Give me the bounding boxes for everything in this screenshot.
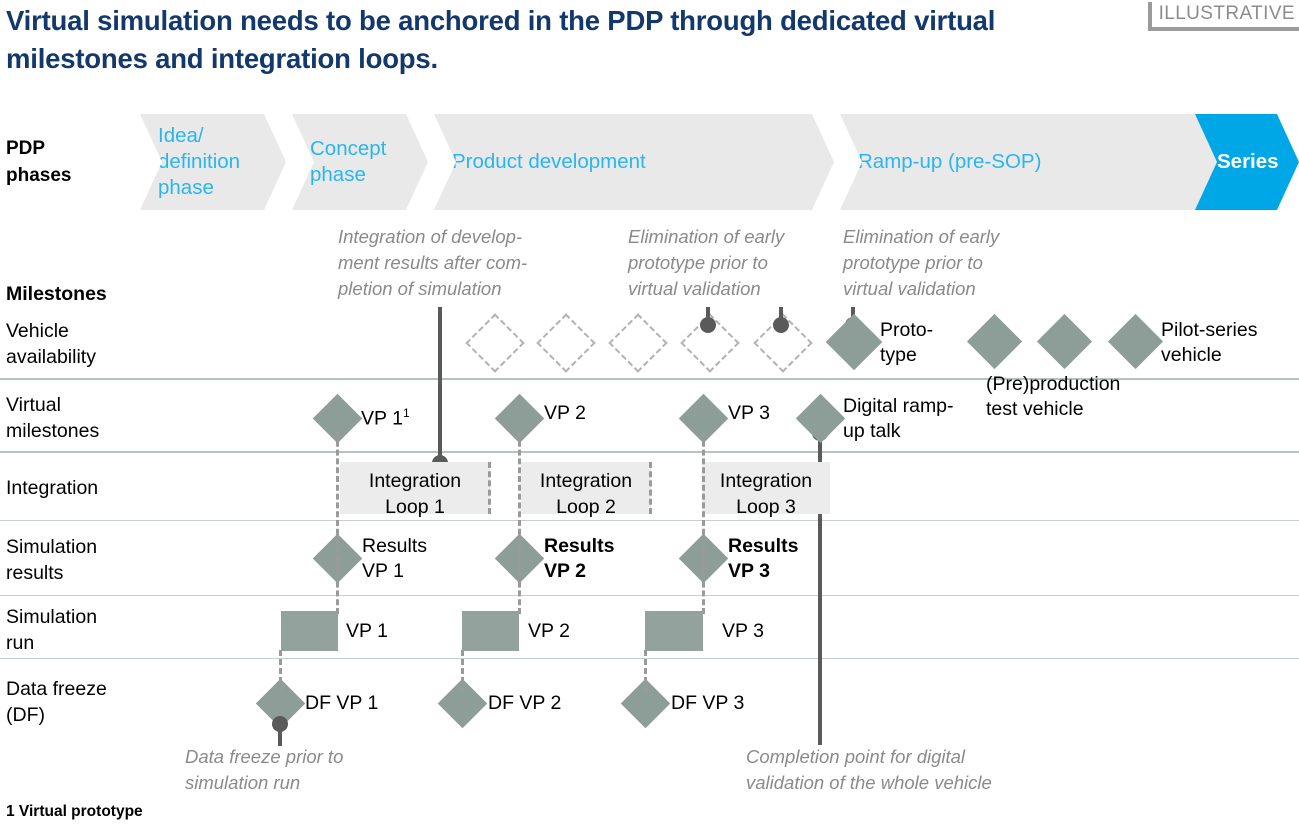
data-freeze-note-line (278, 724, 282, 746)
vehicle-marker-preproduction[interactable] (966, 313, 1023, 370)
status-badge: ILLUSTRATIVE (1147, 2, 1299, 31)
vehicle-marker-prototype[interactable] (825, 313, 883, 371)
pdp-phase-product-development[interactable]: Product development (434, 114, 834, 210)
vehicle-marker-stem (706, 307, 710, 325)
vehicle-marker-open[interactable] (536, 313, 596, 373)
row-label-integration: Integration (6, 477, 99, 499)
connector-line-completion (818, 432, 822, 745)
virtual-milestone-digital-ramp-up[interactable] (795, 393, 846, 444)
vehicle-label-prototype: Proto-type (880, 319, 934, 366)
virtual-milestone-label-vp1: VP 11 (361, 406, 410, 430)
pdp-phase-label: Series (1217, 150, 1279, 173)
row-divider (0, 520, 1299, 521)
virtual-milestone-label-vp3: VP 3 (728, 402, 770, 424)
data-freeze-label-vp3: DF VP 3 (671, 692, 745, 714)
vehicle-marker-open[interactable] (608, 313, 668, 373)
vehicle-marker-dot (773, 317, 789, 333)
simulation-run-label-vp3: VP 3 (722, 620, 764, 642)
row-divider (0, 658, 1299, 659)
simulation-run-bar-vp1[interactable] (281, 611, 338, 651)
virtual-milestone-label-digital-ramp-up: Digital ramp-up talk (843, 395, 954, 442)
dashed-connector-vp3 (702, 432, 705, 614)
simulation-run-bar-vp3[interactable] (645, 611, 703, 651)
vehicle-marker-dot (700, 317, 716, 333)
dashed-connector-vp1 (336, 432, 339, 614)
row-label-data-freeze: Data freeze(DF) (6, 678, 107, 726)
data-freeze-label-vp1: DF VP 1 (305, 692, 379, 714)
page-title: Virtual simulation needs to be anchored … (6, 5, 996, 74)
vehicle-marker-preproduction[interactable] (1036, 313, 1093, 370)
simulation-run-label-vp1: VP 1 (346, 620, 388, 642)
pdp-phase-label: Product development (452, 150, 646, 173)
vehicle-marker-pilot-series[interactable] (1107, 313, 1164, 370)
dashed-connector-vp2 (518, 432, 521, 614)
vehicle-marker-open[interactable] (465, 313, 525, 373)
annotation-integration-of-development: Integration of develop-ment results afte… (338, 226, 528, 299)
row-divider (0, 595, 1299, 596)
footnote: 1 Virtual prototype (6, 803, 143, 820)
dashed-connector-loop2-right (649, 462, 652, 514)
row-label-milestones: Milestones (6, 283, 107, 305)
dashed-connector-loop1-right (488, 462, 491, 514)
virtual-milestone-label-vp2: VP 2 (544, 402, 586, 424)
pdp-phase-label: Ramp-up (pre-SOP) (858, 150, 1042, 173)
simulation-run-bar-vp2[interactable] (462, 611, 519, 651)
simulation-run-label-vp2: VP 2 (528, 620, 570, 642)
data-freeze-label-vp2: DF VP 2 (488, 692, 562, 714)
vehicle-marker-stem (779, 307, 783, 325)
dashed-connector-df1 (279, 650, 282, 692)
connector-line-integration (438, 307, 442, 463)
row-divider (0, 378, 1299, 380)
row-divider (0, 451, 1299, 453)
dashed-connector-df2 (461, 650, 464, 692)
pdp-phase-ramp-up[interactable]: Ramp-up (pre-SOP) (840, 114, 1219, 210)
dashed-connector-df3 (644, 650, 647, 692)
